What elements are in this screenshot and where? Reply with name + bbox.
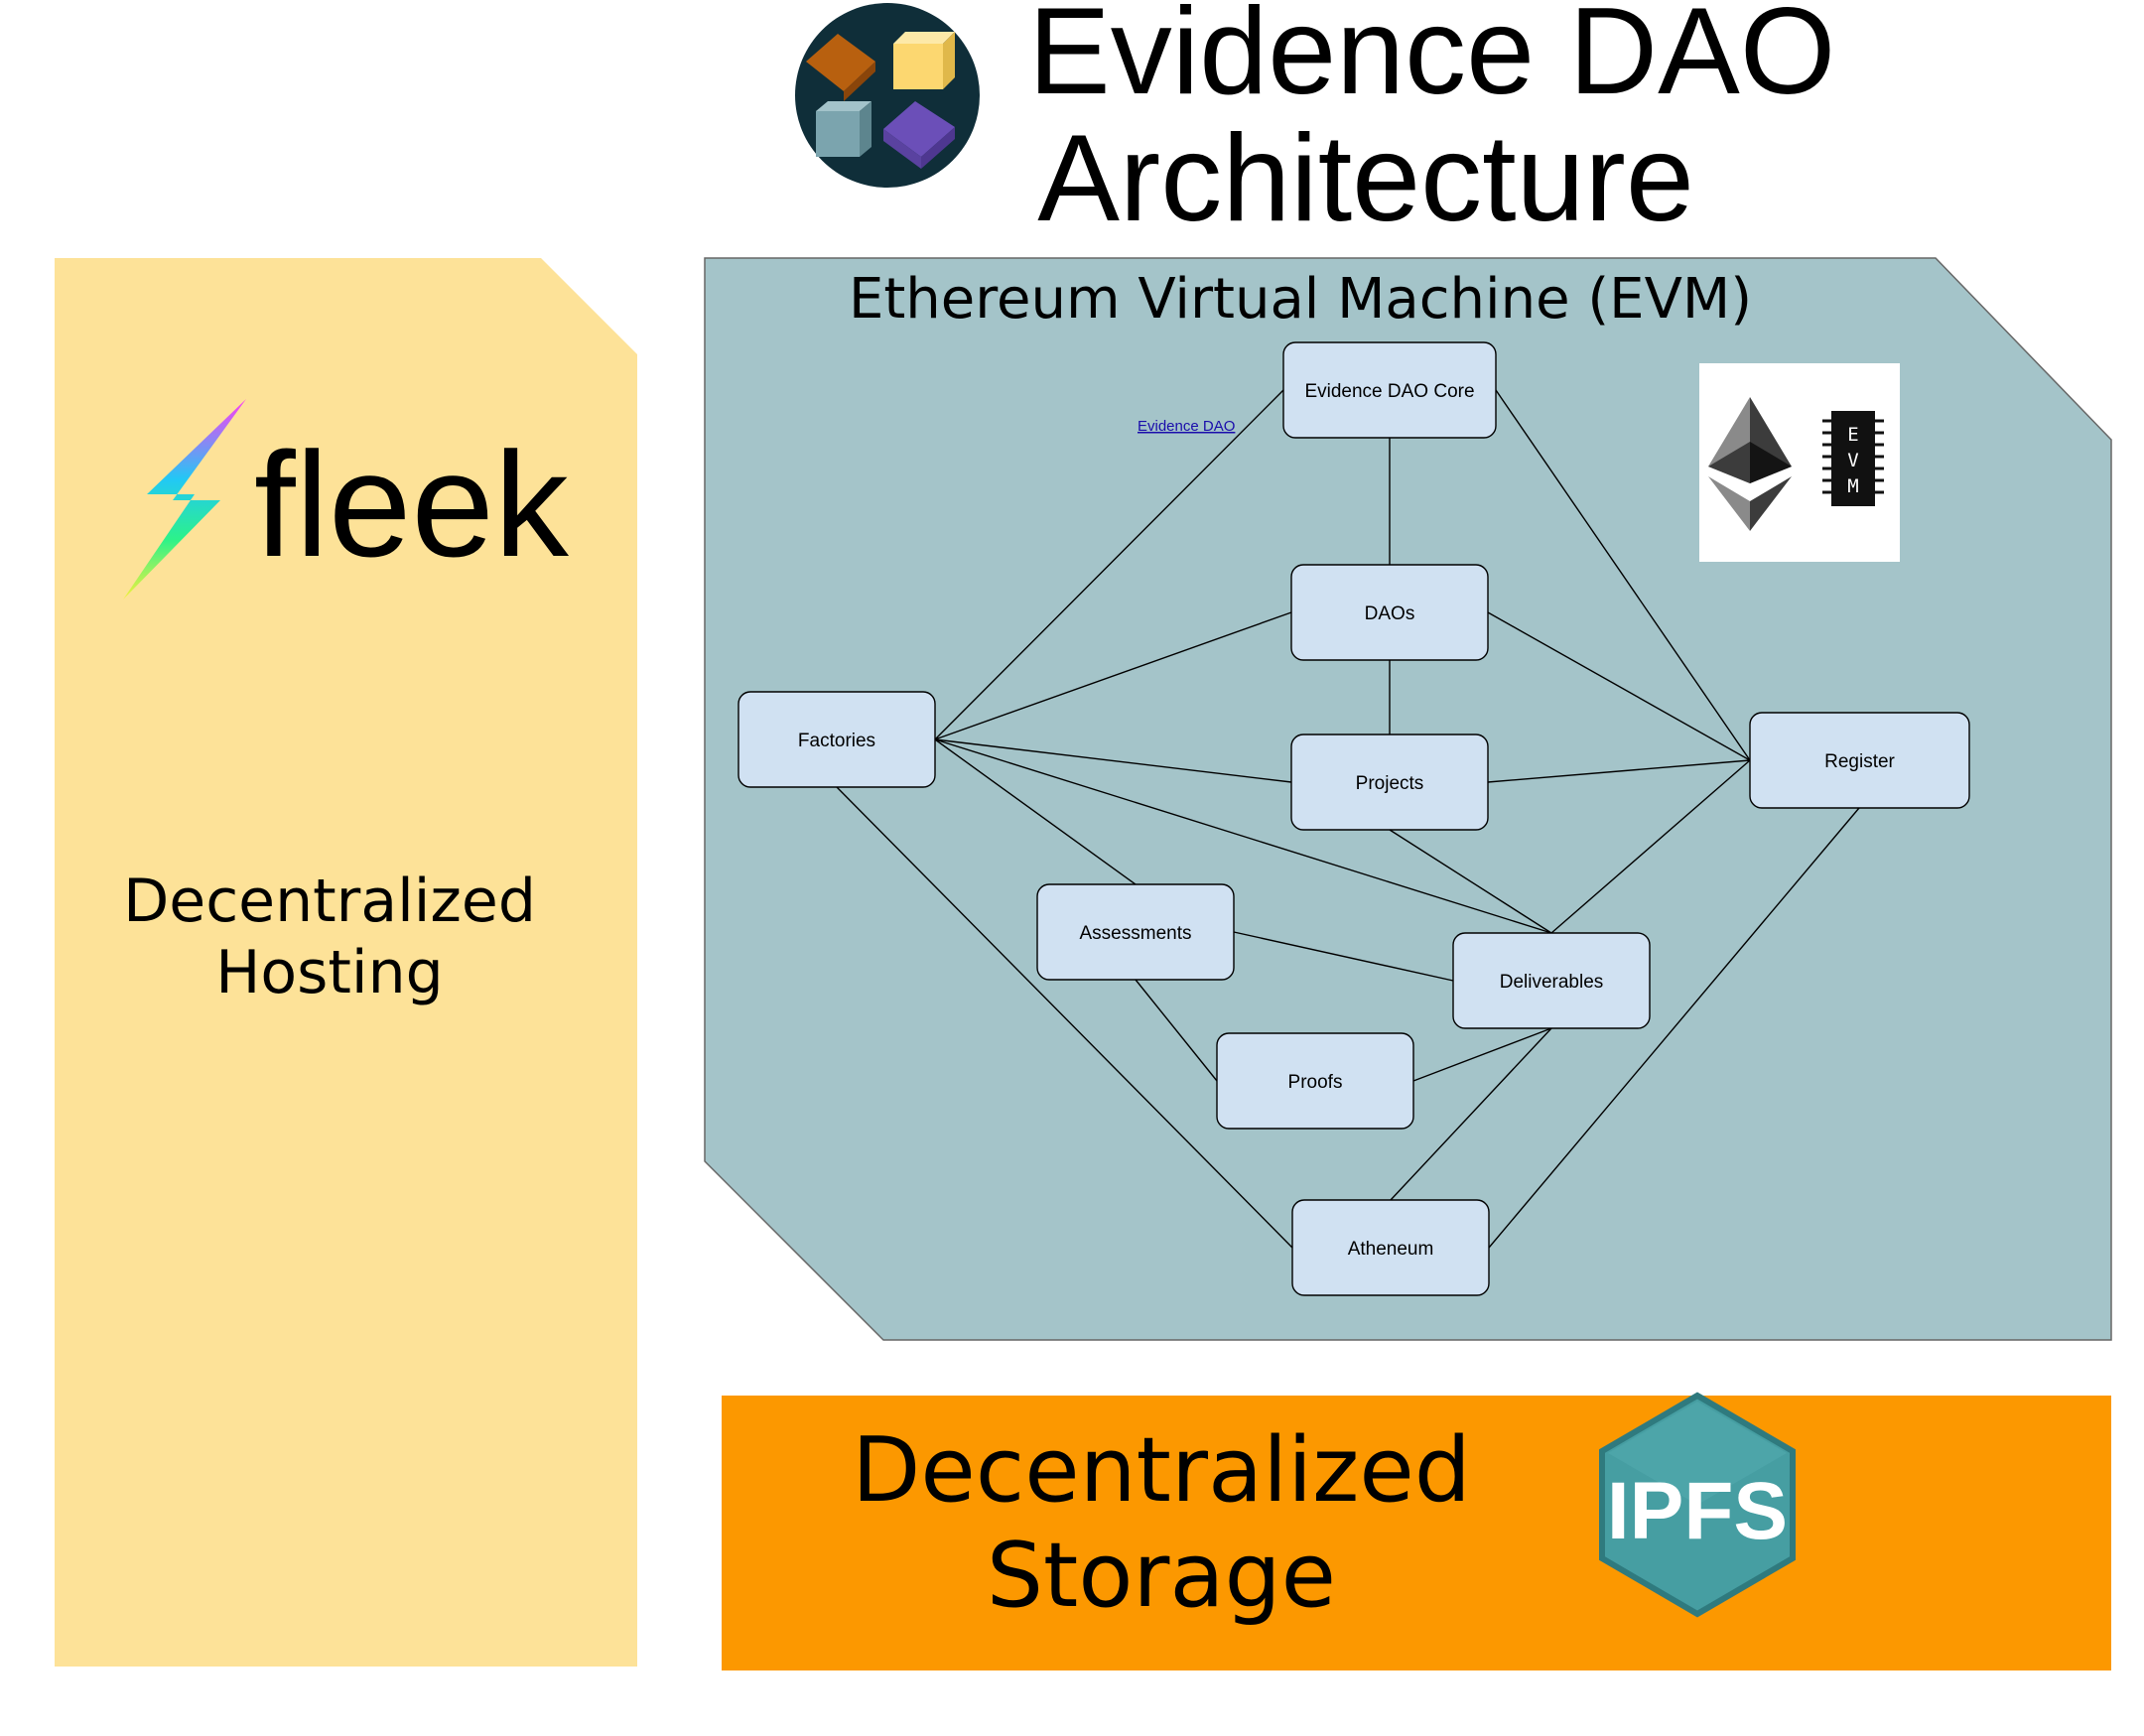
node-box: [1282, 341, 1497, 439]
node-core[interactable]: Evidence DAO Core: [1282, 341, 1497, 439]
edges-layer: [836, 389, 1860, 1249]
edge-daos-factories: [934, 611, 1292, 740]
edge-core-factories: [934, 389, 1284, 740]
teal-cube-icon: [816, 101, 871, 157]
edge-register-atheneum: [1488, 807, 1860, 1249]
storage-panel: Decentralized Storage IPFS: [722, 1392, 2111, 1670]
storage-panel-background: [722, 1396, 2111, 1670]
node-assessments[interactable]: Assessments: [1036, 883, 1235, 981]
hosting-label-line2: Hosting: [215, 938, 443, 1007]
node-label: Assessments: [1080, 923, 1192, 944]
ethereum-icon: [1708, 397, 1792, 531]
edge-factories-projects: [934, 738, 1292, 783]
node-box: [1036, 883, 1235, 981]
page-title-line1: Evidence DAO: [1028, 0, 1836, 120]
node-box: [1290, 734, 1489, 831]
node-box: [1452, 932, 1651, 1029]
edge-factories-atheneum: [836, 786, 1293, 1249]
evm-title: Ethereum Virtual Machine (EVM): [849, 267, 1752, 332]
chip-letter-e: E: [1847, 424, 1858, 446]
fleek-logo: fleek: [123, 399, 570, 600]
edge-deliverables-atheneum: [1390, 1027, 1552, 1201]
edge-proofs-deliverables: [1412, 1027, 1552, 1082]
edge-assessments-deliverables: [1233, 931, 1454, 982]
evidence-dao-logo: [795, 3, 980, 188]
node-label: DAOs: [1365, 603, 1415, 624]
edge-factories-assessments: [934, 738, 1137, 885]
chip-letter-v: V: [1847, 450, 1858, 471]
node-register[interactable]: Register: [1749, 712, 1970, 809]
node-box: [1216, 1032, 1414, 1130]
edge-register-deliverables: [1550, 759, 1751, 934]
node-proofs[interactable]: Proofs: [1216, 1032, 1414, 1130]
node-box: [1290, 564, 1489, 661]
evidence-dao-link[interactable]: Evidence DAO: [1138, 418, 1235, 435]
edge-projects-register: [1487, 759, 1751, 783]
hosting-panel: fleek Decentralized Hosting: [55, 258, 637, 1667]
edge-core-register: [1495, 389, 1751, 761]
ipfs-hexagon-icon: [1599, 1392, 1796, 1618]
hosting-panel-background: [55, 258, 637, 1667]
node-box: [737, 691, 936, 788]
node-label: Projects: [1356, 773, 1424, 794]
node-atheneum[interactable]: Atheneum: [1291, 1199, 1490, 1296]
ipfs-logo: IPFS: [1599, 1392, 1796, 1618]
lightning-bolt-icon: [123, 399, 246, 600]
node-projects[interactable]: Projects: [1290, 734, 1489, 831]
fleek-wordmark: fleek: [254, 421, 570, 588]
hosting-label-line1: Decentralized: [123, 867, 536, 936]
yellow-cube-icon: [893, 32, 955, 89]
node-label: Register: [1824, 751, 1895, 772]
edge-assessments-proofs: [1135, 979, 1218, 1082]
ethereum-evm-logo: E V M: [1699, 363, 1900, 562]
node-label: Atheneum: [1348, 1239, 1434, 1260]
node-label: Evidence DAO Core: [1304, 381, 1474, 402]
page-title-line2: Architecture: [1037, 110, 1694, 247]
node-label: Deliverables: [1500, 972, 1604, 993]
node-label: Proofs: [1288, 1072, 1343, 1093]
node-label: Factories: [798, 731, 875, 751]
node-box: [1749, 712, 1970, 809]
logo-circle: [795, 3, 980, 188]
storage-label-line1: Decentralized: [852, 1418, 1471, 1523]
chip-icon: E V M: [1822, 411, 1884, 506]
ipfs-wordmark: IPFS: [1607, 1466, 1788, 1556]
purple-cube-icon: [883, 101, 955, 169]
node-box: [1291, 1199, 1490, 1296]
storage-label-line2: Storage: [987, 1524, 1336, 1628]
node-deliverables[interactable]: Deliverables: [1452, 932, 1651, 1029]
node-factories[interactable]: Factories: [737, 691, 936, 788]
chip-letter-m: M: [1847, 475, 1858, 497]
edge-daos-register: [1487, 611, 1751, 761]
edge-projects-deliverables: [1389, 829, 1552, 934]
evm-panel: Ethereum Virtual Machine (EVM): [704, 257, 2112, 1341]
node-daos[interactable]: DAOs: [1290, 564, 1489, 661]
orange-cube-icon: [806, 34, 875, 101]
edge-factories-deliverables: [934, 738, 1552, 934]
